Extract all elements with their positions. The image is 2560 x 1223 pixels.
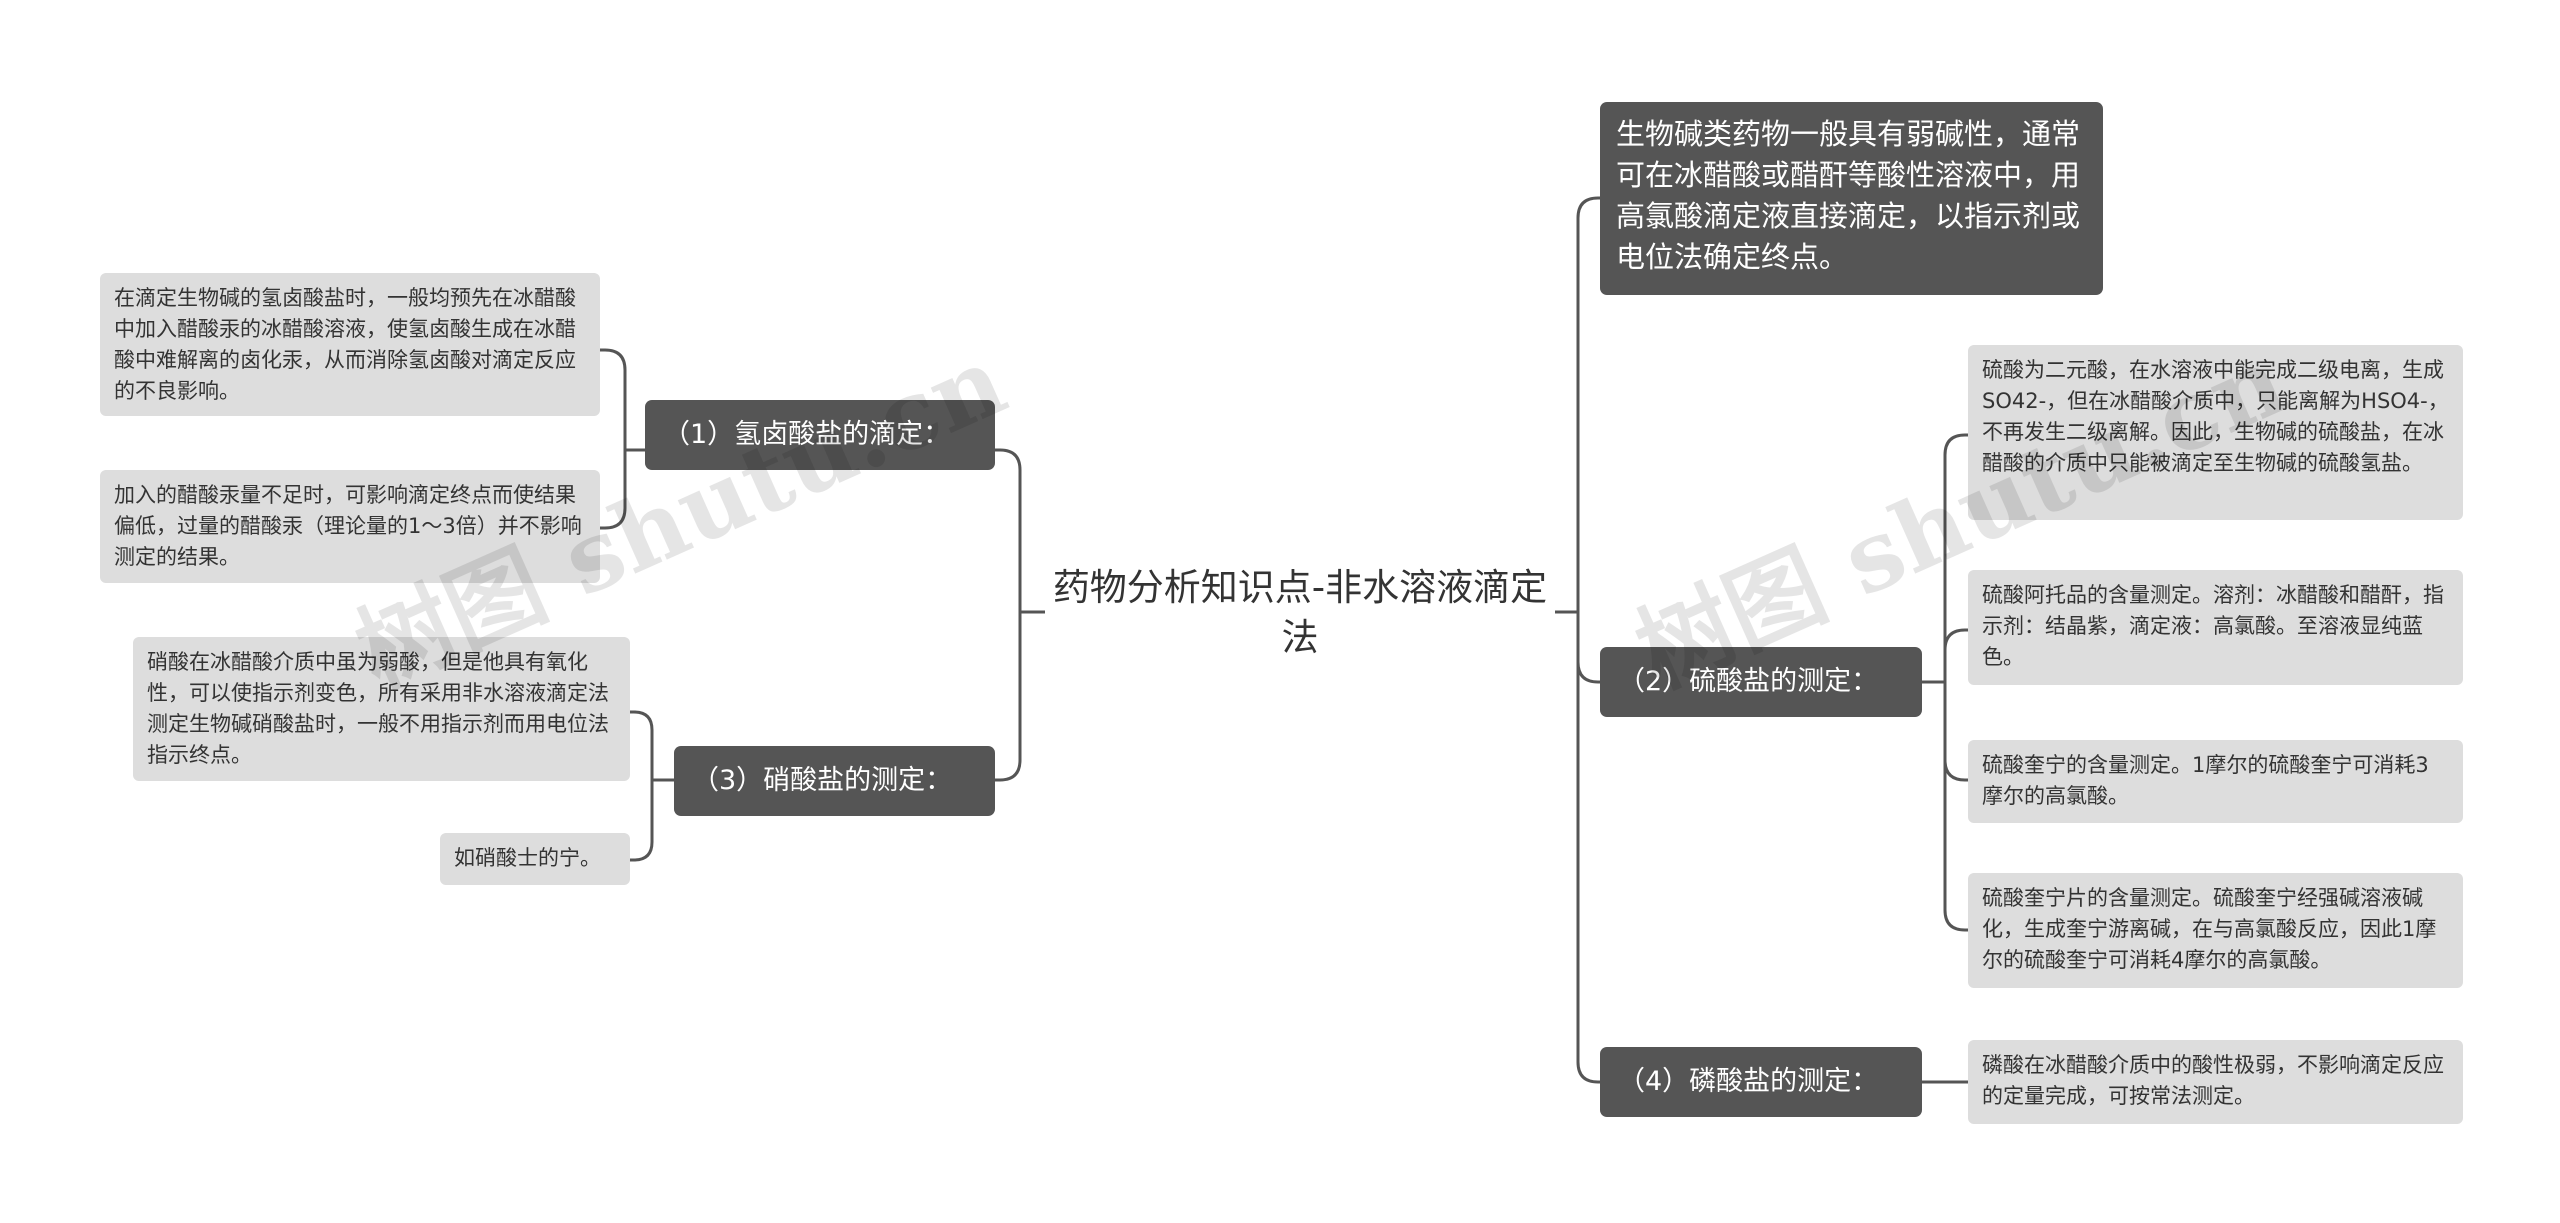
link-left-b3 <box>995 612 1022 782</box>
leaf-sulfate-1[interactable]: 硫酸为二元酸，在水溶液中能完成二级电离，生成SO42-，但在冰醋酸介质中，只能离… <box>1968 345 2463 520</box>
branch-phosphate-determination[interactable]: （4）磷酸盐的测定： <box>1600 1047 1922 1117</box>
link-right-b4 <box>1576 612 1600 1084</box>
link-right-intro <box>1576 196 1600 612</box>
link-b3-leaf2 <box>630 780 654 862</box>
link-b2-leaf2 <box>1943 628 1968 682</box>
link-b2-leaf1 <box>1943 433 1968 682</box>
leaf-sulfate-4[interactable]: 硫酸奎宁片的含量测定。硫酸奎宁经强碱溶液碱化，生成奎宁游离碱，在与高氯酸反应，因… <box>1968 873 2463 988</box>
branch-nitrate-determination[interactable]: （3）硝酸盐的测定： <box>674 746 995 816</box>
leaf-sulfate-2[interactable]: 硫酸阿托品的含量测定。溶剂：冰醋酸和醋酐，指示剂：结晶紫，滴定液：高氯酸。至溶液… <box>1968 570 2463 685</box>
link-left-b1 <box>995 448 1022 612</box>
branch-hydrohalide-titration[interactable]: （1）氢卤酸盐的滴定： <box>645 400 995 470</box>
intro-summary[interactable]: 生物碱类药物一般具有弱碱性，通常可在冰醋酸或醋酐等酸性溶液中，用高氯酸滴定液直接… <box>1600 102 2103 295</box>
leaf-hydrohalide-1[interactable]: 在滴定生物碱的氢卤酸盐时，一般均预先在冰醋酸中加入醋酸汞的冰醋酸溶液，使氢卤酸生… <box>100 273 600 416</box>
branch-sulfate-determination[interactable]: （2）硫酸盐的测定： <box>1600 647 1922 717</box>
leaf-nitrate-1[interactable]: 硝酸在冰醋酸介质中虽为弱酸，但是他具有氧化性，可以使指示剂变色，所有采用非水溶液… <box>133 637 630 781</box>
link-b3-leaf1 <box>630 710 654 780</box>
leaf-phosphate-1[interactable]: 磷酸在冰醋酸介质中的酸性极弱，不影响滴定反应的定量完成，可按常法测定。 <box>1968 1040 2463 1124</box>
link-b1-leaf1 <box>600 348 627 450</box>
leaf-sulfate-3[interactable]: 硫酸奎宁的含量测定。1摩尔的硫酸奎宁可消耗3摩尔的高氯酸。 <box>1968 740 2463 823</box>
link-b2-leaf3 <box>1943 682 1968 782</box>
leaf-nitrate-2[interactable]: 如硝酸士的宁。 <box>440 833 630 885</box>
link-right-b2 <box>1576 612 1600 684</box>
root-title[interactable]: 药物分析知识点-非水溶液滴定法 <box>1052 565 1548 659</box>
leaf-hydrohalide-2[interactable]: 加入的醋酸汞量不足时，可影响滴定终点而使结果偏低，过量的醋酸汞（理论量的1～3倍… <box>100 470 600 583</box>
link-b2-leaf4 <box>1943 682 1968 932</box>
link-b1-leaf2 <box>600 450 627 530</box>
